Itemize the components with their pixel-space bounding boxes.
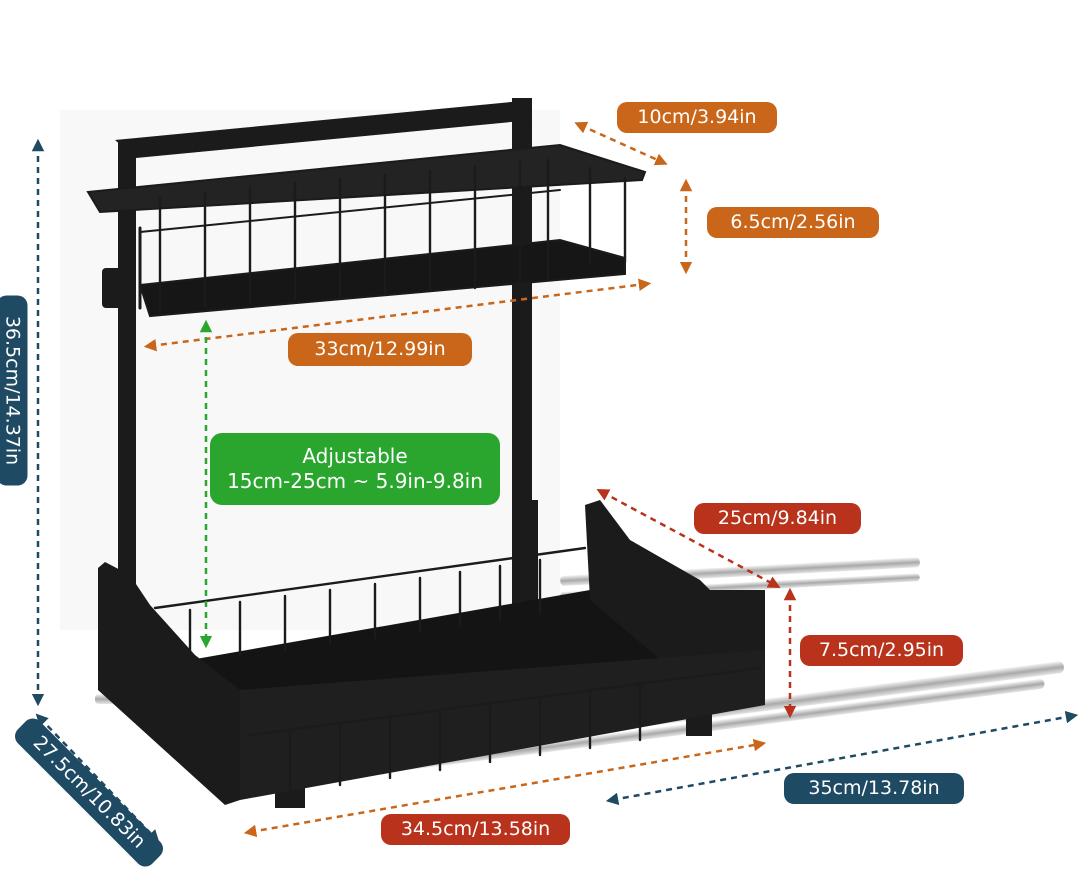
basket-width-label: 33cm/12.99in xyxy=(288,333,472,366)
bottom-depth-label: 25cm/9.84in xyxy=(694,503,861,534)
adjustable-range-label: Adjustable 15cm-25cm ~ 5.9in-9.8in xyxy=(210,433,500,505)
basket-depth-arrow xyxy=(574,121,668,166)
basket-height-label: 6.5cm/2.56in xyxy=(707,207,879,238)
bottom-height-label: 7.5cm/2.95in xyxy=(800,635,963,666)
adjustable-title: Adjustable xyxy=(302,444,408,468)
slide-length-label: 35cm/13.78in xyxy=(784,773,964,804)
total-depth-arrow xyxy=(35,713,160,843)
total-height-label: 36.5cm/14.37in xyxy=(0,295,28,486)
dimension-arrows xyxy=(31,121,1079,843)
bottom-width-arrow xyxy=(243,738,767,838)
basket-depth-label: 10cm/3.94in xyxy=(617,102,777,133)
bottom-width-label: 34.5cm/13.58in xyxy=(381,814,570,845)
adjustable-range: 15cm-25cm ~ 5.9in-9.8in xyxy=(227,469,483,493)
